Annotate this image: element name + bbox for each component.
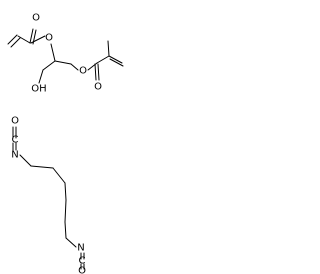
molecule-glycerol-acrylate-methacrylate: O O OH O O (7, 13, 124, 95)
bond-methacrylate-co-a (94, 63, 97, 81)
bond-chain-2 (52, 167, 66, 184)
chemical-structure-diagram: O O OH O O O C N N C O (7, 13, 124, 274)
bond-methacrylate-co-b (97, 63, 100, 81)
atom-acrylate-carbonyl-oxygen: O (32, 13, 40, 24)
atom-hydroxyl: OH (31, 84, 46, 95)
bond-vinyl-double-a (7, 34, 18, 45)
atom-bottom-carbon: C (79, 256, 86, 267)
bond-ch2-oh (38, 69, 44, 84)
bond-acrylate-co-a (29, 28, 34, 44)
atom-bottom-oxygen: O (78, 266, 86, 274)
bond-ch2-o (70, 63, 79, 71)
bond-ch-ch2 (42, 60, 56, 71)
bond-ester-o-ch (50, 43, 56, 62)
bond-chain-5 (64, 221, 67, 239)
bond-alpha-methyl (107, 40, 110, 57)
atom-top-nitrogen: N (11, 150, 18, 161)
bond-acrylate-c-o (30, 35, 46, 44)
bond-chain-n (65, 237, 77, 248)
bond-c-alpha (96, 55, 110, 64)
atom-acrylate-ester-oxygen: O (45, 33, 53, 44)
atom-bottom-nitrogen: N (77, 243, 84, 254)
bond-chain-1 (30, 165, 54, 169)
atom-top-oxygen: O (11, 116, 19, 127)
bond-n-chain (19, 154, 32, 167)
atom-top-carbon: C (12, 135, 19, 146)
bond-vinyl-to-carbonyl (17, 35, 31, 44)
bond-alpha-ch2-a (108, 55, 123, 64)
bond-vinyl-double-b (10, 37, 21, 48)
atom-methacrylate-ester-oxygen: O (79, 66, 87, 77)
atom-methacrylate-carbonyl-oxygen: O (94, 82, 102, 93)
molecule-hexamethylene-diisocyanate: O C N N C O (11, 116, 86, 274)
bond-alpha-ch2-b (109, 58, 124, 67)
bond-chain-3 (64, 182, 67, 201)
bond-chain-4 (64, 199, 67, 223)
bond-ch-ch2-right (54, 60, 72, 65)
